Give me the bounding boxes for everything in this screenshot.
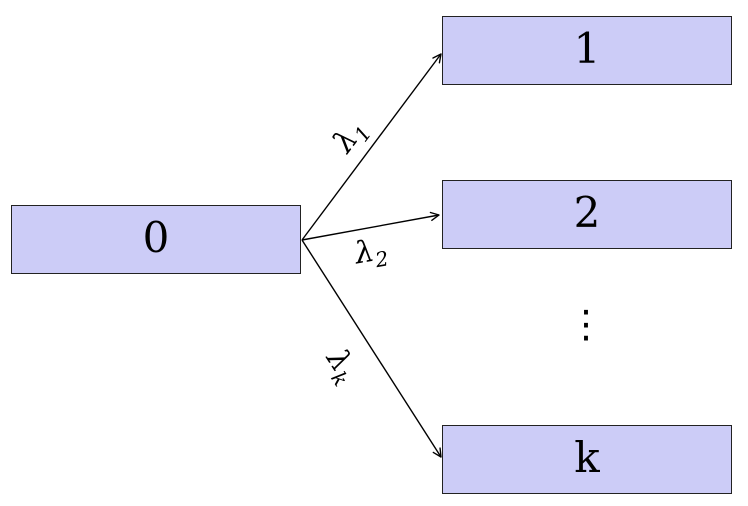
edge-label-lambda-2: λ2 <box>352 234 390 272</box>
arrow-0-to-k <box>301 239 442 458</box>
state-node-k: k <box>442 425 732 494</box>
state-node-k-label: k <box>574 432 600 482</box>
arrow-0-to-2 <box>301 211 440 241</box>
state-node-1-label: 1 <box>573 23 601 73</box>
state-node-2-label: 2 <box>573 187 601 237</box>
arrow-0-to-1 <box>301 53 442 241</box>
state-node-0: 0 <box>11 205 301 274</box>
state-node-0-label: 0 <box>142 212 170 262</box>
vertical-ellipsis: ⋮ <box>567 302 605 346</box>
state-node-2: 2 <box>442 180 732 249</box>
state-node-1: 1 <box>442 16 732 85</box>
